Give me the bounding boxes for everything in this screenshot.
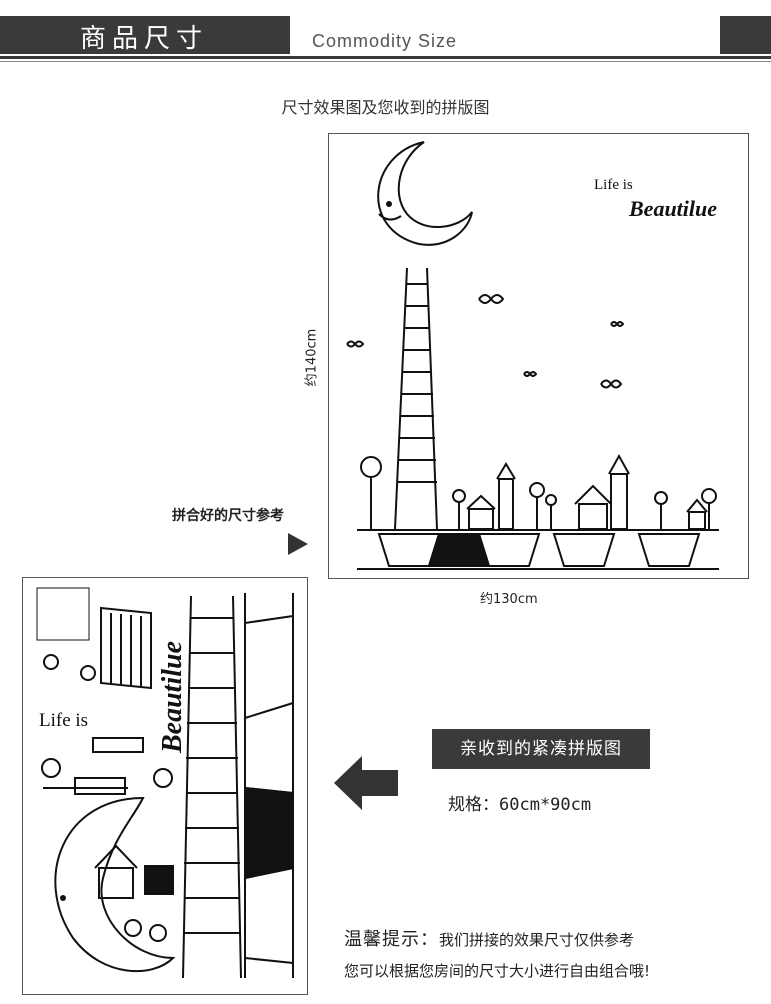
- height-dimension: 约140cm: [292, 320, 322, 400]
- height-dimension-label: 约140cm: [304, 328, 320, 387]
- compact-layout-badge: 亲收到的紧凑拼版图: [432, 729, 650, 769]
- play-arrow-icon: [288, 533, 308, 555]
- assembled-illustration: Life is Beautilue: [346, 141, 719, 570]
- header-rule: [0, 56, 771, 59]
- width-dimension: 约130cm: [480, 592, 538, 607]
- tip-line-1-text: 我们拼接的效果尺寸仅供参考: [439, 931, 635, 949]
- compact-illustration: Life is Beautilue: [36, 587, 294, 979]
- sticker-text-large: Beautilue: [628, 196, 717, 221]
- header-band-right: [720, 16, 771, 54]
- compact-text-large: Beautilue: [157, 641, 188, 754]
- sticker-text-small: Life is: [594, 177, 633, 193]
- tip-line-1: 温馨提示：我们拼接的效果尺寸仅供参考: [344, 925, 634, 951]
- header-band-left: [0, 16, 290, 54]
- tip-heading: 温馨提示：: [344, 929, 439, 950]
- compact-layout-sheet: Life is Beautilue: [22, 577, 308, 995]
- effect-caption: 尺寸效果图及您收到的拼版图: [281, 98, 490, 117]
- assembled-reference-label: 拼合好的尺寸参考: [172, 508, 284, 524]
- left-arrow-icon: [334, 756, 398, 810]
- compact-text-small: Life is: [39, 710, 88, 731]
- header-rule-thin: [0, 61, 771, 62]
- spec-size: 规格：60cm*90cm: [448, 795, 592, 815]
- section-subtitle: Commodity Size: [312, 31, 458, 51]
- moon-shape: [377, 141, 473, 246]
- section-title: 商品尺寸: [80, 24, 209, 54]
- tip-line-2: 您可以根据您房间的尺寸大小进行自由组合哦!: [344, 962, 651, 980]
- assembled-preview: Life is Beautilue: [328, 133, 749, 579]
